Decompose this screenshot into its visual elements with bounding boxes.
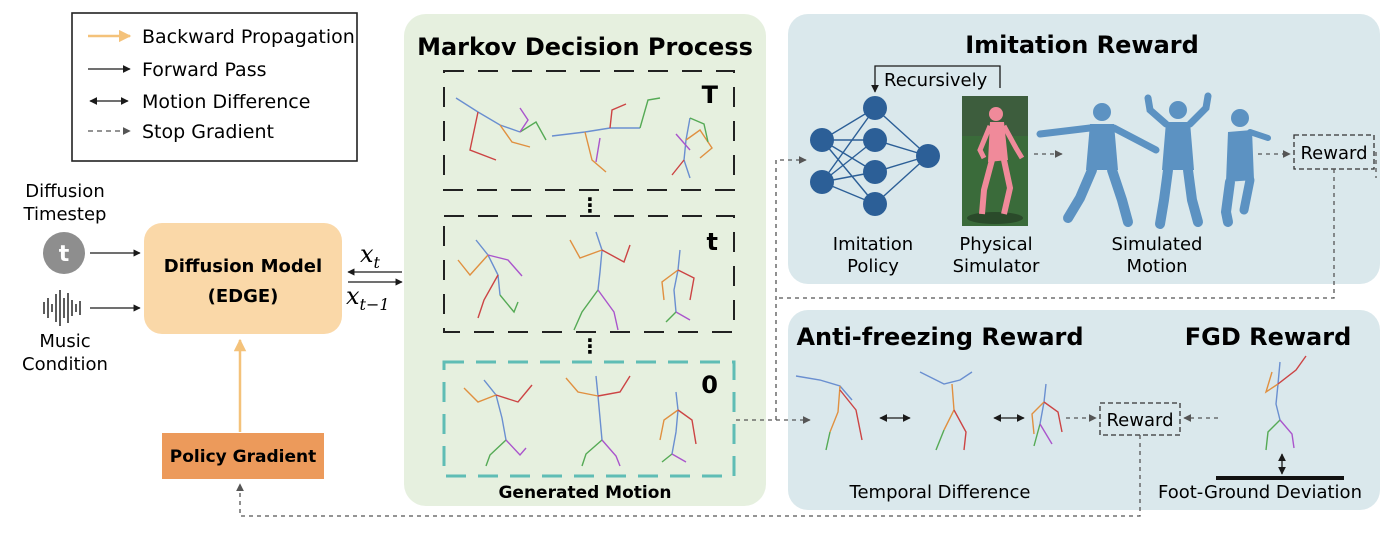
antifreeze-reward-label: Reward [1106, 410, 1173, 431]
reward-panel-bottom [788, 310, 1380, 510]
skeleton-T-2 [551, 97, 661, 173]
mdp-vdots-1: ⋮ [580, 193, 600, 217]
skeleton-fgd [1264, 355, 1307, 451]
avatar-3 [1220, 109, 1271, 227]
timestep-node [43, 232, 85, 274]
motion-label-1: Simulated [1112, 234, 1203, 255]
legend: Backward Propagation Forward Pass Motion… [71, 12, 358, 162]
skeleton-af-2 [919, 371, 973, 451]
diffusion-model-box [144, 223, 342, 334]
xt-minus-1-symbol: xt−1 [346, 282, 390, 314]
avatar-1 [1036, 103, 1160, 227]
imitation-title: Imitation Reward [965, 31, 1199, 59]
imitation-panel [788, 14, 1380, 284]
mdp-step-T: T [702, 81, 719, 109]
neural-network-icon [810, 96, 940, 216]
legend-backward-propagation: Backward Propagation [142, 26, 355, 48]
skeleton-0-2 [565, 375, 631, 467]
skeleton-0-3 [659, 391, 697, 463]
skeleton-af-1 [795, 375, 863, 451]
simulator-image [962, 96, 1028, 226]
policy-gradient-box [162, 433, 324, 479]
antifreeze-title: Anti-freezing Reward [796, 323, 1083, 351]
fgd-caption: Foot-Ground Deviation [1158, 482, 1362, 503]
mdp-step-t: t [707, 228, 718, 256]
music-waveform-icon [43, 290, 81, 326]
timestep-label-2: Timestep [23, 204, 107, 225]
skeleton-t-3 [661, 249, 695, 323]
timestep-label-1: Diffusion [25, 181, 104, 202]
skeleton-0-1 [463, 379, 533, 467]
simulator-label-1: Physical [959, 234, 1032, 255]
skeleton-t-1 [457, 239, 523, 319]
diffusion-model-subtitle: (EDGE) [208, 286, 279, 307]
mdp-frame-t [443, 215, 735, 333]
avatar-2 [1144, 92, 1212, 229]
mdp-panel [404, 14, 766, 506]
timestep-symbol: t [59, 242, 70, 267]
imitation-reward-label: Reward [1300, 143, 1367, 164]
legend-motion-difference: Motion Difference [142, 91, 310, 113]
diffusion-model-title: Diffusion Model [164, 256, 322, 277]
xt-symbol: xt [360, 240, 381, 272]
simulator-label-2: Simulator [953, 256, 1040, 277]
recursively-label: Recursively [884, 70, 988, 91]
mdp-vdots-2: ⋮ [580, 334, 600, 358]
mdp-frame-0 [442, 360, 736, 478]
skeleton-T-3 [671, 117, 713, 179]
policy-gradient-label: Policy Gradient [170, 447, 316, 467]
mdp-title: Markov Decision Process [417, 33, 753, 61]
antifreeze-caption: Temporal Difference [849, 482, 1031, 503]
legend-forward-pass: Forward Pass [142, 59, 267, 81]
skeleton-t-2 [569, 231, 631, 331]
skeleton-T-1 [455, 97, 547, 161]
music-label-2: Condition [22, 354, 108, 375]
motion-label-2: Motion [1126, 256, 1187, 277]
policy-label-1: Imitation [833, 234, 913, 255]
policy-label-2: Policy [847, 256, 899, 277]
fgd-title: FGD Reward [1185, 323, 1352, 351]
skeleton-af-3 [1031, 383, 1063, 447]
mdp-footer: Generated Motion [498, 483, 671, 503]
mdp-step-0: 0 [701, 371, 718, 399]
legend-stop-gradient: Stop Gradient [142, 121, 274, 143]
music-label-1: Music [39, 331, 90, 352]
ground-line [1216, 476, 1344, 480]
mdp-frame-T [443, 70, 735, 191]
